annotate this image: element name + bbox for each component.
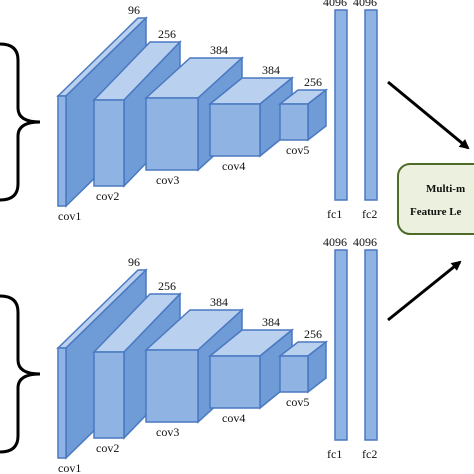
conv-block-upper-cov5: 256 cov5: [277, 75, 329, 157]
fc-units-fc1: 4096: [323, 235, 347, 249]
layer-label-cov4: cov4: [222, 159, 245, 173]
layer-label-cov1: cov1: [58, 209, 81, 223]
fusion-line-2: Feature Le: [410, 206, 462, 218]
fc-block-lower-fc1: 4096 fc1: [323, 235, 348, 461]
fc-units-fc1: 4096: [323, 0, 347, 9]
fc-units-fc2: 4096: [353, 235, 377, 249]
fc-block-lower-fc2: 4096 fc2: [353, 235, 378, 461]
upper-brace: [0, 42, 41, 202]
fc-label-fc2: fc2: [362, 207, 377, 221]
block-front-face: [57, 347, 67, 459]
channel-count-cov5: 256: [304, 327, 322, 341]
channel-count-cov4: 384: [262, 315, 280, 329]
block-front-face: [57, 95, 67, 207]
fc-bar: [334, 249, 348, 441]
fc-bar: [364, 249, 378, 441]
block-front-face: [93, 351, 125, 439]
block-front-face: [279, 103, 309, 141]
upper-arrow: [387, 80, 470, 150]
layer-label-cov5: cov5: [286, 143, 309, 157]
block-front-face: [93, 99, 125, 187]
channel-count-cov1: 96: [128, 3, 140, 17]
layer-label-cov5: cov5: [286, 395, 309, 409]
layer-label-cov3: cov3: [156, 173, 179, 187]
fusion-line-1: Multi-m: [426, 183, 465, 195]
fc-label-fc2: fc2: [362, 447, 377, 461]
fc-bar: [364, 9, 378, 201]
conv-block-lower-cov5: 256 cov5: [277, 327, 329, 409]
block-front-face: [145, 349, 199, 423]
layer-label-cov1: cov1: [58, 461, 81, 474]
channel-count-cov2: 256: [158, 27, 176, 41]
channel-count-cov3: 384: [210, 43, 228, 57]
block-front-face: [145, 97, 199, 171]
channel-count-cov3: 384: [210, 295, 228, 309]
layer-label-cov4: cov4: [222, 411, 245, 425]
channel-count-cov5: 256: [304, 75, 322, 89]
block-front-face: [209, 355, 261, 409]
channel-count-cov2: 256: [158, 279, 176, 293]
fc-block-upper-fc2: 4096 fc2: [353, 0, 378, 221]
fc-label-fc1: fc1: [327, 447, 342, 461]
conv-block-upper-cov4: 384 cov4: [207, 63, 295, 173]
fusion-box: [397, 163, 474, 235]
fc-units-fc2: 4096: [353, 0, 377, 9]
block-front-face: [279, 355, 309, 393]
layer-label-cov3: cov3: [156, 425, 179, 439]
layer-label-cov2: cov2: [96, 189, 119, 203]
fc-bar: [334, 9, 348, 201]
lower-arrow: [387, 260, 462, 322]
channel-count-cov1: 96: [128, 255, 140, 269]
layer-label-cov2: cov2: [96, 441, 119, 455]
block-front-face: [209, 103, 261, 157]
fc-block-upper-fc1: 4096 fc1: [323, 0, 348, 221]
lower-brace: [0, 294, 41, 454]
channel-count-cov4: 384: [262, 63, 280, 77]
fc-label-fc1: fc1: [327, 207, 342, 221]
